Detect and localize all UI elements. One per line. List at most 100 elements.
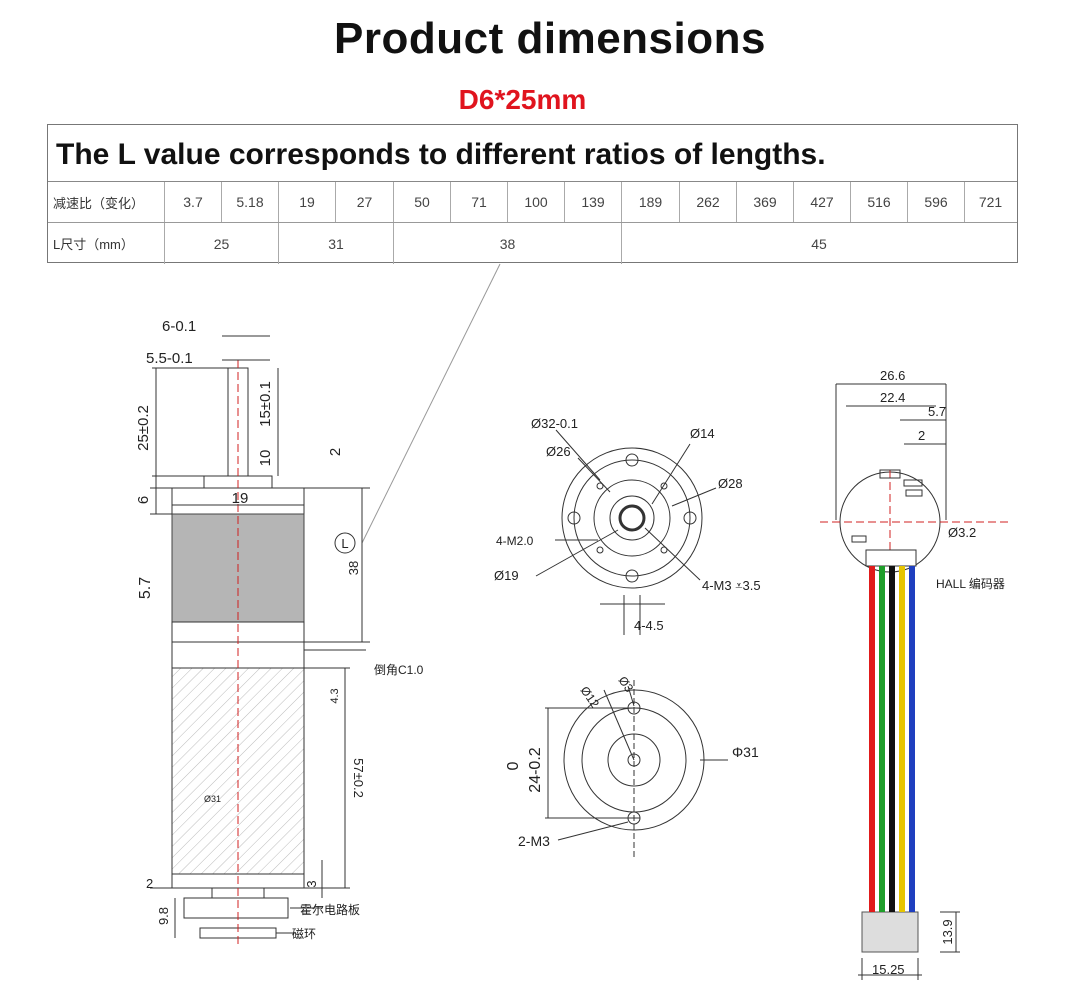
small-hole — [596, 546, 604, 554]
leader-line — [651, 443, 691, 505]
dim-label: 19 — [232, 490, 249, 507]
dim-label: 5.7 — [137, 577, 154, 599]
front-pcd-circle — [573, 459, 691, 577]
dim-label: 26.6 — [880, 368, 905, 383]
mount-hole — [683, 511, 697, 525]
dim-label: 5.5-0.1 — [146, 350, 193, 367]
dim-label: 6-0.1 — [162, 318, 196, 335]
encoder-chip — [879, 469, 901, 479]
dim-label: Φ31 — [732, 744, 759, 760]
dim-label: 2 — [327, 448, 344, 456]
front-shaft — [618, 504, 646, 532]
dim-label: 0 — [505, 761, 522, 770]
dim-label: Ø19 — [494, 568, 519, 583]
dim-label: Ø32-0.1 — [531, 416, 578, 431]
ratio-row-label: 减速比（变化） — [48, 182, 165, 222]
dim-label: 15.25 — [872, 962, 905, 977]
mount-hole — [625, 569, 639, 583]
magnet-ring-label: 磁环 — [292, 926, 316, 941]
leader-line — [627, 685, 635, 707]
ratio-cell: 262 — [680, 182, 737, 222]
dim-label: 9.8 — [156, 907, 171, 925]
leader-line — [557, 821, 629, 841]
ratio-cell: 139 — [565, 182, 622, 222]
front-view — [535, 429, 717, 635]
dim-label: Ø26 — [546, 444, 571, 459]
ratio-cell: 100 — [508, 182, 565, 222]
ratio-cell: 189 — [622, 182, 680, 222]
small-hole — [596, 482, 604, 490]
dim-label: 4.3 — [329, 688, 341, 703]
dim-label: 4-4.5 — [634, 618, 664, 633]
ratio-cell: 596 — [908, 182, 965, 222]
small-hole — [660, 482, 668, 490]
chamfer-label: 倒角C1.0 — [374, 663, 424, 677]
ratio-cell: 3.7 — [165, 182, 222, 222]
leader-line — [555, 429, 601, 481]
dim-label: 10 — [257, 450, 274, 467]
hall-board-plate — [183, 897, 289, 919]
dim-label: 2 — [918, 428, 925, 443]
ratio-cell: 50 — [394, 182, 451, 222]
leader-line — [535, 529, 619, 577]
dim-label: 2-M3 — [518, 833, 550, 849]
dim-label: 13.9 — [940, 919, 955, 944]
dim-label: Ø3.2 — [948, 525, 976, 540]
ratio-cell: 5.18 — [222, 182, 279, 222]
front-outer-circle — [561, 447, 703, 589]
dim-label: 24-0.2 — [527, 747, 544, 792]
dim-label: 15±0.1 — [257, 381, 274, 427]
length-cell: 38 — [394, 223, 622, 264]
dim-label: 2 — [146, 876, 153, 891]
ratio-cell: 427 — [794, 182, 851, 222]
model-subtitle: D6*25mm — [458, 84, 587, 115]
ratio-cell: 27 — [336, 182, 394, 222]
encoder-connector — [865, 549, 917, 567]
page-title: Product dimensions — [334, 14, 766, 63]
encoder-wires — [869, 566, 915, 912]
length-row-label: L尺寸（mm） — [48, 223, 165, 264]
length-cell: 31 — [279, 223, 394, 264]
ratio-cell: 721 — [978, 194, 1003, 210]
hall-encoder-label: HALL 编码器 — [936, 576, 1005, 591]
ratio-length-table: The L value corresponds to different rat… — [47, 124, 1018, 264]
length-cell: 25 — [165, 223, 279, 264]
table-heading: The L value corresponds to different rat… — [48, 125, 1017, 182]
front-boss-circle — [593, 479, 671, 557]
encoder-view — [820, 383, 1010, 980]
ratio-cell: 71 — [451, 182, 508, 222]
dim-label: 4-M3 ⩡3.5 — [702, 578, 761, 593]
dim-label: 22.4 — [880, 390, 905, 405]
mount-hole — [567, 511, 581, 525]
encoder-chip — [903, 479, 923, 487]
L-marker-label: L — [341, 536, 348, 551]
hall-board-label: 霍尔电路板 — [300, 902, 360, 917]
rear-view — [545, 680, 728, 860]
wire-plug — [861, 911, 919, 953]
ratio-cell: 516 — [851, 182, 908, 222]
mount-hole — [625, 453, 639, 467]
dim-label: 5.7 — [928, 404, 946, 419]
dim-label: 3 — [304, 880, 319, 887]
encoder-chip — [851, 535, 867, 543]
length-row: L尺寸（mm） 25 31 38 45 — [48, 223, 1017, 264]
leader-line — [577, 457, 611, 493]
leader-line — [644, 527, 701, 581]
side-view — [150, 335, 370, 945]
ratio-cell: 369 — [737, 182, 794, 222]
dim-label: Ø31 — [204, 794, 221, 804]
dim-label: 6 — [135, 496, 152, 504]
L-marker-circle — [334, 532, 356, 554]
encoder-chip — [905, 489, 923, 497]
leader-line — [603, 689, 635, 761]
ratio-cell: 19 — [279, 182, 336, 222]
dim-label: Ø14 — [690, 426, 715, 441]
dim-label: 4-M2.0 — [496, 534, 534, 548]
dim-label: Ø28 — [718, 476, 743, 491]
leader-line — [671, 487, 717, 507]
length-cell: 45 — [811, 235, 827, 252]
dim-label: 38 — [346, 561, 361, 575]
ratio-row: 减速比（变化） 3.7 5.18 19 27 50 71 100 139 189… — [48, 182, 1017, 223]
leader-line — [361, 263, 501, 544]
